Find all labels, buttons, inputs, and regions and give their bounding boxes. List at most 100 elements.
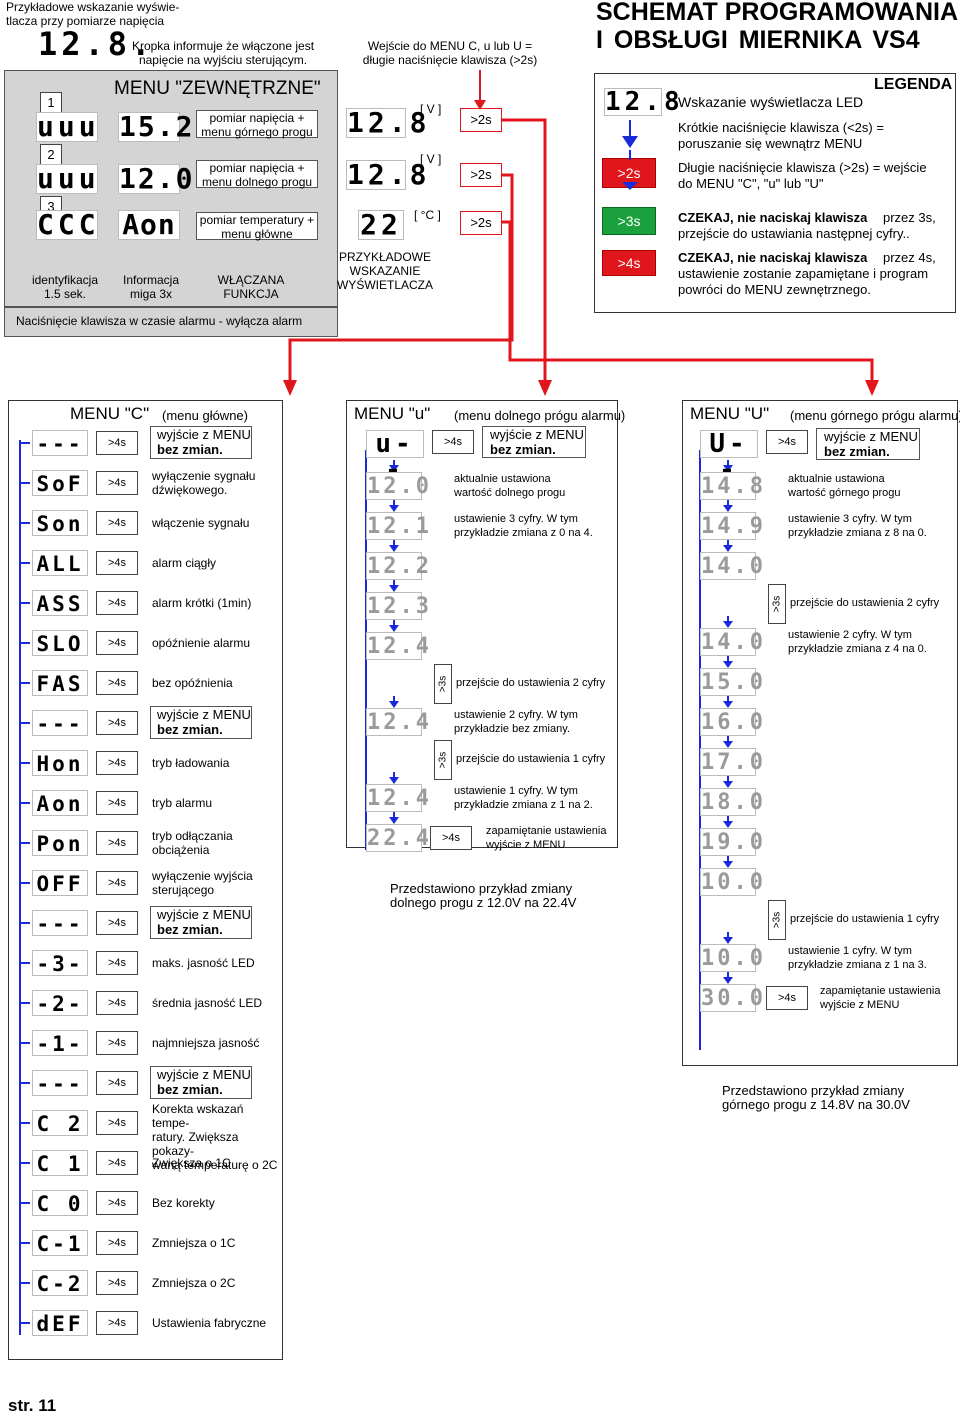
legend-wait4-bold: CZEKAJ, nie naciskaj klawisza [678, 250, 868, 265]
menu-u-exit-tag: >4s [432, 430, 474, 454]
menu-big-u-panel [682, 400, 958, 1066]
menu-c-desc: tryb alarmu [152, 796, 213, 810]
examples-caption: PRZYKŁADOWE WSKAZANIE WYŚWIETLACZA [336, 250, 433, 292]
menu-u-step-desc: ustawienie 3 cyfry. W tym przykładzie zm… [454, 513, 593, 539]
menu-big-u-step-desc: przejście do ustawienia 2 cyfry [790, 597, 940, 609]
menu-u-step-desc: przejście do ustawienia 2 cyfry [456, 677, 606, 689]
menu-c-display: --- [32, 430, 88, 456]
menu-c-display: ASS [32, 590, 88, 616]
external-menu-title: MENU "ZEWNĘTRZNE" [114, 78, 321, 99]
menu-c-tag: >4s [96, 711, 138, 735]
menu-big-u-step-desc: ustawienie 1 cyfry. W tym przykładzie zm… [788, 945, 927, 971]
menu-c-display: ALL [32, 550, 88, 576]
menu-c-desc: Zwiększa o 1C [152, 1156, 231, 1170]
menu-c-display: FAS [32, 670, 88, 696]
legend-symbol-long: >2s [602, 158, 656, 188]
menu-u-step-tag-label: >3s [437, 751, 449, 769]
dot-note: Kropka informuje że włączone jest napięc… [131, 39, 315, 67]
menu-c-tag: >4s [96, 1191, 138, 1215]
menu-big-u-subtitle: (menu górnego prógu alarmu) [790, 408, 960, 423]
menu-c-desc: alarm ciągły [152, 556, 217, 570]
example-tag-3: >2s [460, 211, 502, 235]
legend-symbol-4s: >4s [602, 250, 656, 276]
example-display-3: 22 [358, 210, 404, 240]
entry-note: Wejście do MENU C, u lub U = długie naci… [362, 39, 538, 67]
menu-c-display: dEF [32, 1310, 88, 1336]
menu-u-step-display: 12.3 [366, 592, 432, 620]
ext-id-display-3: CCC [36, 208, 100, 241]
menu-big-u-exit-text: wyjście z MENU [824, 429, 918, 444]
ext-id-display-1: uuu [36, 110, 100, 143]
menu-big-u-footer: Przedstawiono przykład zmiany górnego pr… [722, 1083, 910, 1112]
menu-c-display: --- [32, 910, 88, 936]
ext-id-display-2: uuu [36, 162, 100, 195]
menu-big-u-step-display: 30.0 [700, 984, 766, 1012]
menu-c-tag: >4s [96, 791, 138, 815]
menu-c-desc-bold: bez zmian. [157, 1082, 223, 1097]
menu-u-step-desc: aktualnie ustawiona wartość dolnego prog… [454, 473, 566, 499]
menu-c-display: -1- [32, 1030, 88, 1056]
menu-c-tag: >4s [96, 1111, 138, 1135]
menu-c-tag: >4s [96, 1271, 138, 1295]
menu-c-display: -2- [32, 990, 88, 1016]
menu-u-exit-display: u-- [366, 430, 424, 483]
menu-c-exit-box [150, 706, 252, 739]
menu-c-display: --- [32, 1070, 88, 1096]
menu-c-desc: maks. jasność LED [152, 956, 255, 970]
menu-u-step-tag: >4s [430, 826, 472, 850]
menu-c-display: -3- [32, 950, 88, 976]
menu-big-u-exit-display: U-- [700, 430, 758, 483]
ext-desc-3: pomiar temperatury + menu główne [196, 212, 318, 241]
menu-c-desc: Ustawienia fabryczne [152, 1316, 267, 1330]
menu-u-step-tag: >3s [434, 664, 452, 704]
example-key-3: [ °C ] [414, 208, 441, 222]
menu-c-desc: Bez korekty [152, 1196, 215, 1210]
menu-c-display: C-2 [32, 1270, 88, 1296]
menu-c-display: C-1 [32, 1230, 88, 1256]
menu-c-title: MENU "C" [70, 404, 150, 423]
menu-big-u-step-tag: >3s [768, 584, 786, 624]
menu-c-tag: >4s [96, 951, 138, 975]
menu-big-u-step-display: 14.8 [700, 472, 766, 500]
legend-text-short-press: Krótkie naciśnięcie klawisza (<2s) = por… [678, 120, 884, 151]
menu-big-u-title: MENU "U" [690, 404, 770, 423]
example-tag-1: >2s [460, 108, 502, 132]
menu-c-desc: Zmniejsza o 1C [152, 1236, 236, 1250]
menu-c-tag: >4s [96, 831, 138, 855]
col-label-info: Informacja miga 3x [122, 273, 180, 301]
menu-u-step-desc: zapamiętanie ustawienia wyjście z MENU [486, 825, 607, 851]
menu-c-tag: >4s [96, 1151, 138, 1175]
ext-desc-2: pomiar napięcia + menu dolnego progu [196, 160, 318, 189]
menu-u-step-display: 12.4 [366, 708, 432, 736]
menu-u-exit-box [482, 426, 586, 458]
menu-c-tag: >4s [96, 911, 138, 935]
menu-c-desc: wyjście z MENU [157, 1067, 251, 1082]
menu-u-step-display: 12.4 [366, 784, 432, 812]
menu-c-display: C 2 [32, 1110, 88, 1136]
legend-symbol-3s: >3s [602, 207, 656, 235]
menu-c-desc: Korekta wskazań tempe- ratury. Zwiększa … [152, 1102, 278, 1172]
menu-c-desc: wyjście z MENU [157, 707, 251, 722]
menu-c-subtitle: (menu główne) [162, 408, 248, 423]
menu-c-desc: Zmniejsza o 2C [152, 1276, 236, 1290]
menu-c-display: C 0 [32, 1190, 88, 1216]
example-tag-2: >2s [460, 163, 502, 187]
menu-big-u-step-display: 10.0 [700, 868, 766, 896]
menu-big-u-step-tag-label: >3s [771, 911, 783, 929]
legend-panel [594, 73, 956, 313]
menu-u-step-display: 12.2 [366, 552, 432, 580]
page-title-line1: SCHEMAT PROGRAMOWANIA [596, 0, 959, 26]
menu-big-u-step-display: 14.9 [700, 512, 766, 540]
menu-big-u-step-display: 16.0 [700, 708, 766, 736]
menu-big-u-step-desc: zapamiętanie ustawienia wyjście z MENU [820, 985, 941, 1011]
menu-big-u-step-display: 10.0 [700, 944, 766, 972]
legend-wait4-text: przez 4s, ustawienie zostanie zapamiętan… [678, 250, 936, 297]
page-title-line2: I OBSŁUGI MIERNIKA VS4 [596, 26, 920, 54]
menu-c-desc: tryb ładowania [152, 756, 230, 770]
menu-u-step-display: 12.1 [366, 512, 432, 540]
menu-c-display: --- [32, 710, 88, 736]
menu-c-display: C 1 [32, 1150, 88, 1176]
menu-big-u-step-display: 19.0 [700, 828, 766, 856]
ext-value-display-3: Aon [118, 210, 180, 240]
example-key-1: [ V ] [420, 102, 442, 116]
